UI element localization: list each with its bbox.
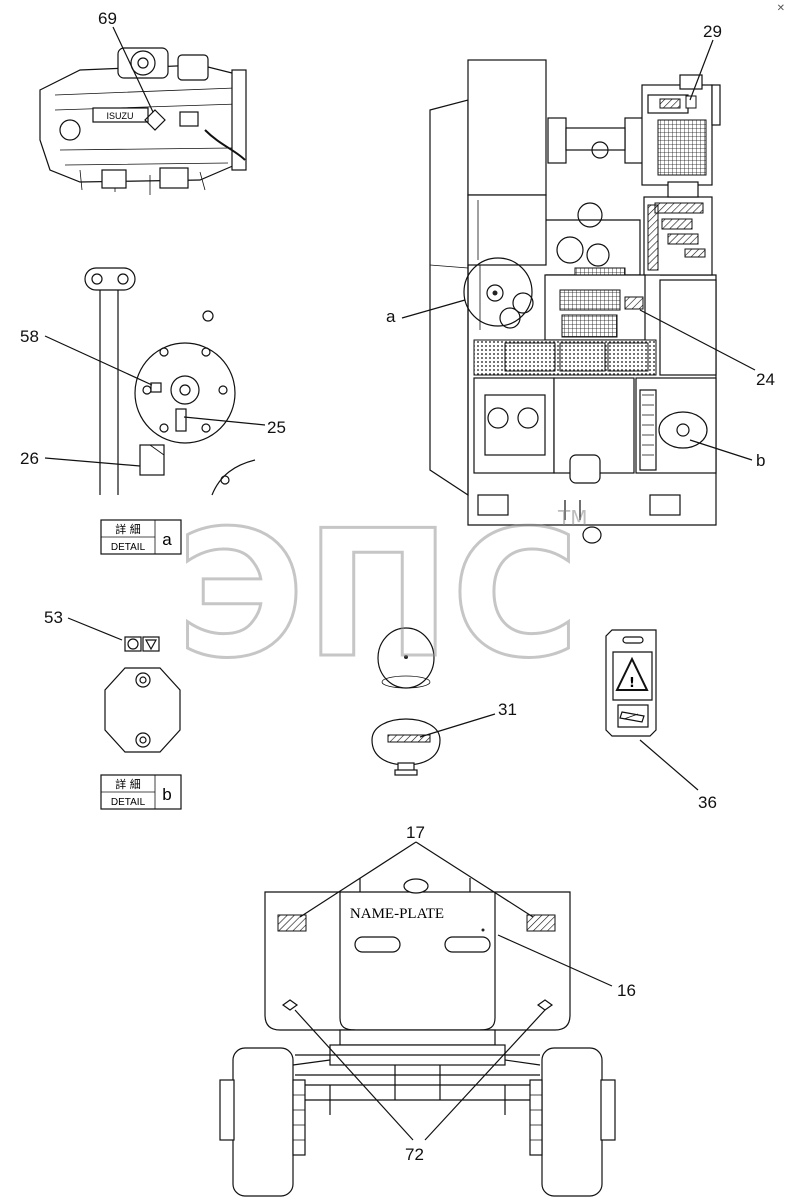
leader-31 xyxy=(419,713,496,738)
callout-58: 58 xyxy=(20,327,39,346)
leader-72-right xyxy=(424,1009,546,1141)
warning-tag: ! xyxy=(605,629,657,737)
detail-b-label: 詳 細 DETAIL b xyxy=(100,774,182,810)
callout-16: 16 xyxy=(617,981,636,1000)
svg-text:b: b xyxy=(162,785,171,804)
leader-69 xyxy=(112,26,154,113)
detail-a-label: 詳 細 DETAIL a xyxy=(100,519,182,555)
nameplate-label: NAME-PLATE xyxy=(350,906,444,922)
svg-text:DETAIL: DETAIL xyxy=(111,542,146,553)
svg-text:DETAIL: DETAIL xyxy=(111,797,146,808)
leader-25 xyxy=(183,416,266,426)
leader-17-right xyxy=(415,841,534,918)
leader-26 xyxy=(44,457,141,467)
leader-16 xyxy=(497,934,613,987)
leader-58 xyxy=(44,335,153,386)
corner-close-icon: ✕ xyxy=(776,3,785,14)
callout-25: 25 xyxy=(267,418,286,437)
detail-b-drawing xyxy=(104,636,181,753)
svg-text:詳 細: 詳 細 xyxy=(115,777,141,791)
svg-text:詳 細: 詳 細 xyxy=(115,522,141,536)
leader-24 xyxy=(639,309,756,371)
callout-36: 36 xyxy=(698,793,717,812)
leader-b xyxy=(689,439,753,461)
detail-a-drawing xyxy=(84,267,256,496)
callout-24: 24 xyxy=(756,370,775,389)
callout-69: 69 xyxy=(98,9,117,28)
callout-26: 26 xyxy=(20,449,39,468)
leader-53 xyxy=(67,617,123,641)
svg-text:TM: TM xyxy=(557,506,587,530)
callout-a: a xyxy=(386,307,396,326)
svg-text:ЭПС: ЭПС xyxy=(176,494,579,697)
engine-brand-label: ISUZU xyxy=(107,111,134,121)
warning-exclamation-icon: ! xyxy=(629,676,635,691)
machine-top-view xyxy=(429,59,721,544)
leader-29 xyxy=(689,39,714,101)
rear-view: NAME-PLATE xyxy=(219,878,616,1197)
callout-72: 72 xyxy=(405,1145,424,1164)
callout-b: b xyxy=(756,451,765,470)
accumulator-drawing xyxy=(371,627,441,776)
watermark-logo: ЭПС TM xyxy=(175,493,588,699)
leader-36 xyxy=(639,739,699,791)
leader-72-left xyxy=(294,1009,414,1141)
leader-17-left xyxy=(299,841,417,918)
svg-text:a: a xyxy=(162,530,172,549)
callout-29: 29 xyxy=(703,22,722,41)
callout-31: 31 xyxy=(498,700,517,719)
leader-a xyxy=(401,299,466,319)
engine-illustration: ISUZU xyxy=(39,47,247,195)
callout-53: 53 xyxy=(44,608,63,627)
callout-17: 17 xyxy=(406,823,425,842)
